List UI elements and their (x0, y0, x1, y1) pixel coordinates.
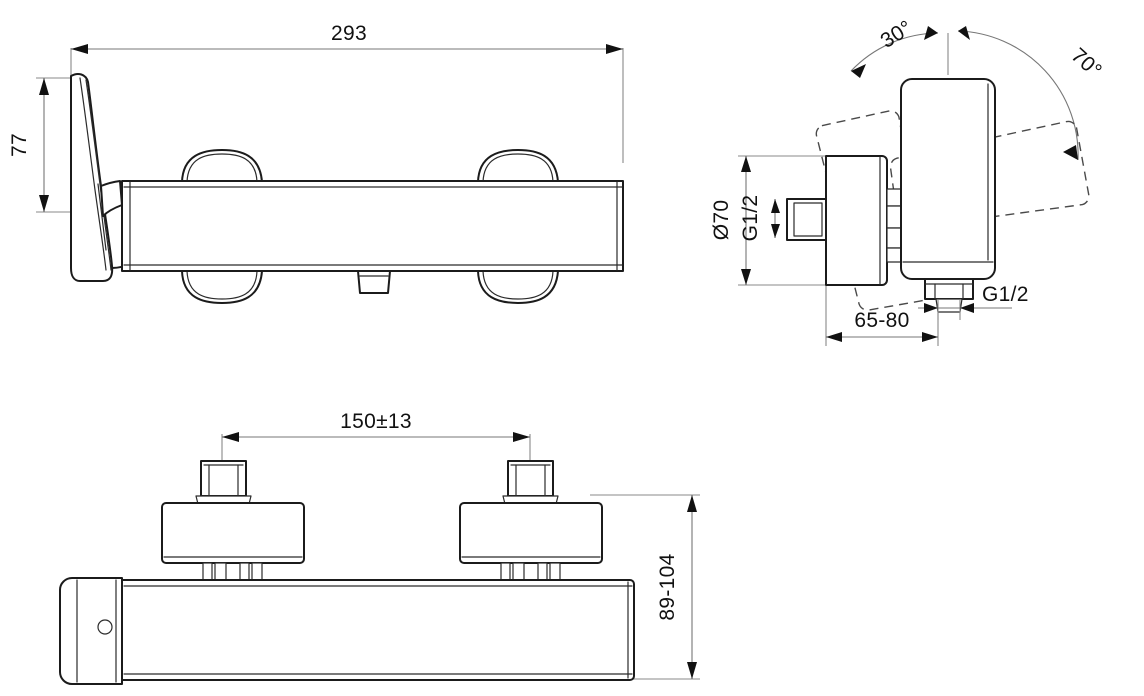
lever-handle (70, 73, 131, 282)
end-cap-outline (59, 577, 123, 685)
knob-arc-right-lower (477, 270, 559, 304)
view-side-elevation: 293 77 (8, 22, 624, 304)
outlet-nut-body (924, 278, 974, 300)
mixer-body-plan (121, 579, 635, 681)
inlet-stub-left (200, 460, 247, 497)
spout-ghost-left (815, 110, 930, 311)
rib-right-2 (512, 562, 525, 581)
arrow-down-icon (741, 269, 751, 285)
arrow-right-icon (513, 432, 530, 442)
lever-inner-edge-1 (79, 77, 107, 271)
rib-left-3 (239, 562, 250, 581)
dimension-overall-length: 293 (70, 22, 624, 163)
knob-arc-right-upper (477, 149, 559, 183)
rib-right-4 (549, 562, 561, 581)
dim-label-depth-range: 89-104 (656, 553, 679, 620)
inlet-assembly-left (161, 460, 305, 581)
arrow-up-icon (741, 156, 751, 172)
rib-right-3 (537, 562, 548, 581)
arrow-in-left-icon (924, 303, 938, 313)
arrow-left-icon (222, 432, 239, 442)
escutcheon-left (161, 502, 305, 564)
arrow-down-icon (771, 224, 780, 238)
dim-label-angle-right: 70° (1067, 44, 1107, 83)
escutcheon-body (825, 155, 888, 286)
rib-left-4 (251, 562, 263, 581)
knob-arcs-upper (181, 149, 559, 183)
arrow-right-icon (922, 332, 938, 342)
knob-arc-right-lower-inner (482, 270, 554, 300)
pivot-hole-icon (97, 619, 113, 635)
spout-outline (900, 78, 996, 280)
body-plan-rect (121, 579, 635, 681)
outlet-thread-stub (935, 298, 963, 313)
dim-label-lever-height: 77 (8, 133, 31, 157)
dim-label-inlet-thread: G1/2 (739, 195, 762, 242)
view-plan: 150±13 89-104 (59, 410, 700, 685)
end-cap-left (59, 577, 123, 685)
rib-left-1 (202, 562, 213, 581)
spout-ghost-left-outline (815, 110, 930, 311)
view-end-section: 30° 70° Ø70 (710, 16, 1107, 346)
rib-right-1 (500, 562, 511, 581)
arrow-right-icon (606, 44, 623, 54)
dim-label-projection-range: 65-80 (854, 309, 909, 332)
lever-outer-profile (70, 73, 114, 282)
mixer-body-side (121, 180, 624, 272)
arrow-down-icon (39, 195, 49, 212)
arrow-up-icon (39, 78, 49, 95)
dim-label-outlet-thread: G1/2 (982, 283, 1029, 306)
dimension-inlet-thread: G1/2 (739, 195, 780, 242)
spout-body-main (900, 78, 996, 280)
angle-arc-right (957, 30, 1079, 161)
dimension-outlet-thread: G1/2 (918, 283, 1029, 320)
dimension-escutcheon-diameter: Ø70 (710, 155, 828, 286)
arrow-down-icon (687, 662, 697, 679)
inlet-nipple (786, 198, 832, 241)
outlet-nut (924, 278, 974, 313)
arrow-up-icon (687, 495, 697, 512)
arrow-in-right-icon (960, 303, 974, 313)
inlet-assembly-right (459, 460, 603, 581)
knob-arc-left-lower-inner (186, 270, 258, 300)
arrow-left-icon (826, 332, 842, 342)
inlet-nipple-inner (793, 202, 823, 237)
arrow-up-icon (771, 199, 780, 213)
spout-ghost-right (889, 120, 1090, 229)
rib-left-2 (214, 562, 227, 581)
lever-crease (97, 183, 107, 251)
dim-label-inlet-centres: 150±13 (340, 410, 412, 433)
knob-arc-left-upper (181, 149, 263, 183)
dimension-lever-height: 77 (8, 77, 80, 213)
escutcheon-rect (825, 155, 888, 286)
knob-arc-right-upper-inner (482, 153, 554, 183)
body-main-rect (121, 180, 624, 272)
arrow-angle-right-start-icon (958, 26, 970, 40)
arrow-left-icon (71, 44, 88, 54)
spout-ghost-right-outline (889, 120, 1090, 229)
escutcheon-right (459, 502, 603, 564)
dim-label-escutcheon-diameter: Ø70 (710, 200, 733, 241)
dimension-inlet-centres: 150±13 (221, 410, 531, 472)
inlet-stub-right (507, 460, 554, 497)
arrow-angle-left-end-icon (924, 26, 938, 40)
knob-arcs-lower (181, 270, 559, 304)
lever-stem (100, 180, 123, 217)
knob-arc-left-upper-inner (186, 153, 258, 183)
knob-arc-left-lower (181, 270, 263, 304)
dim-label-overall-length: 293 (331, 22, 367, 45)
arrow-angle-right-end-icon (1063, 145, 1078, 160)
dimension-projection-range: 65-80 (825, 286, 939, 346)
dimension-rotation-left: 30° (850, 16, 939, 78)
outlet-spigot-body (357, 270, 391, 294)
arrow-angle-left-icon (851, 64, 866, 78)
outlet-spigot-side (357, 270, 391, 294)
